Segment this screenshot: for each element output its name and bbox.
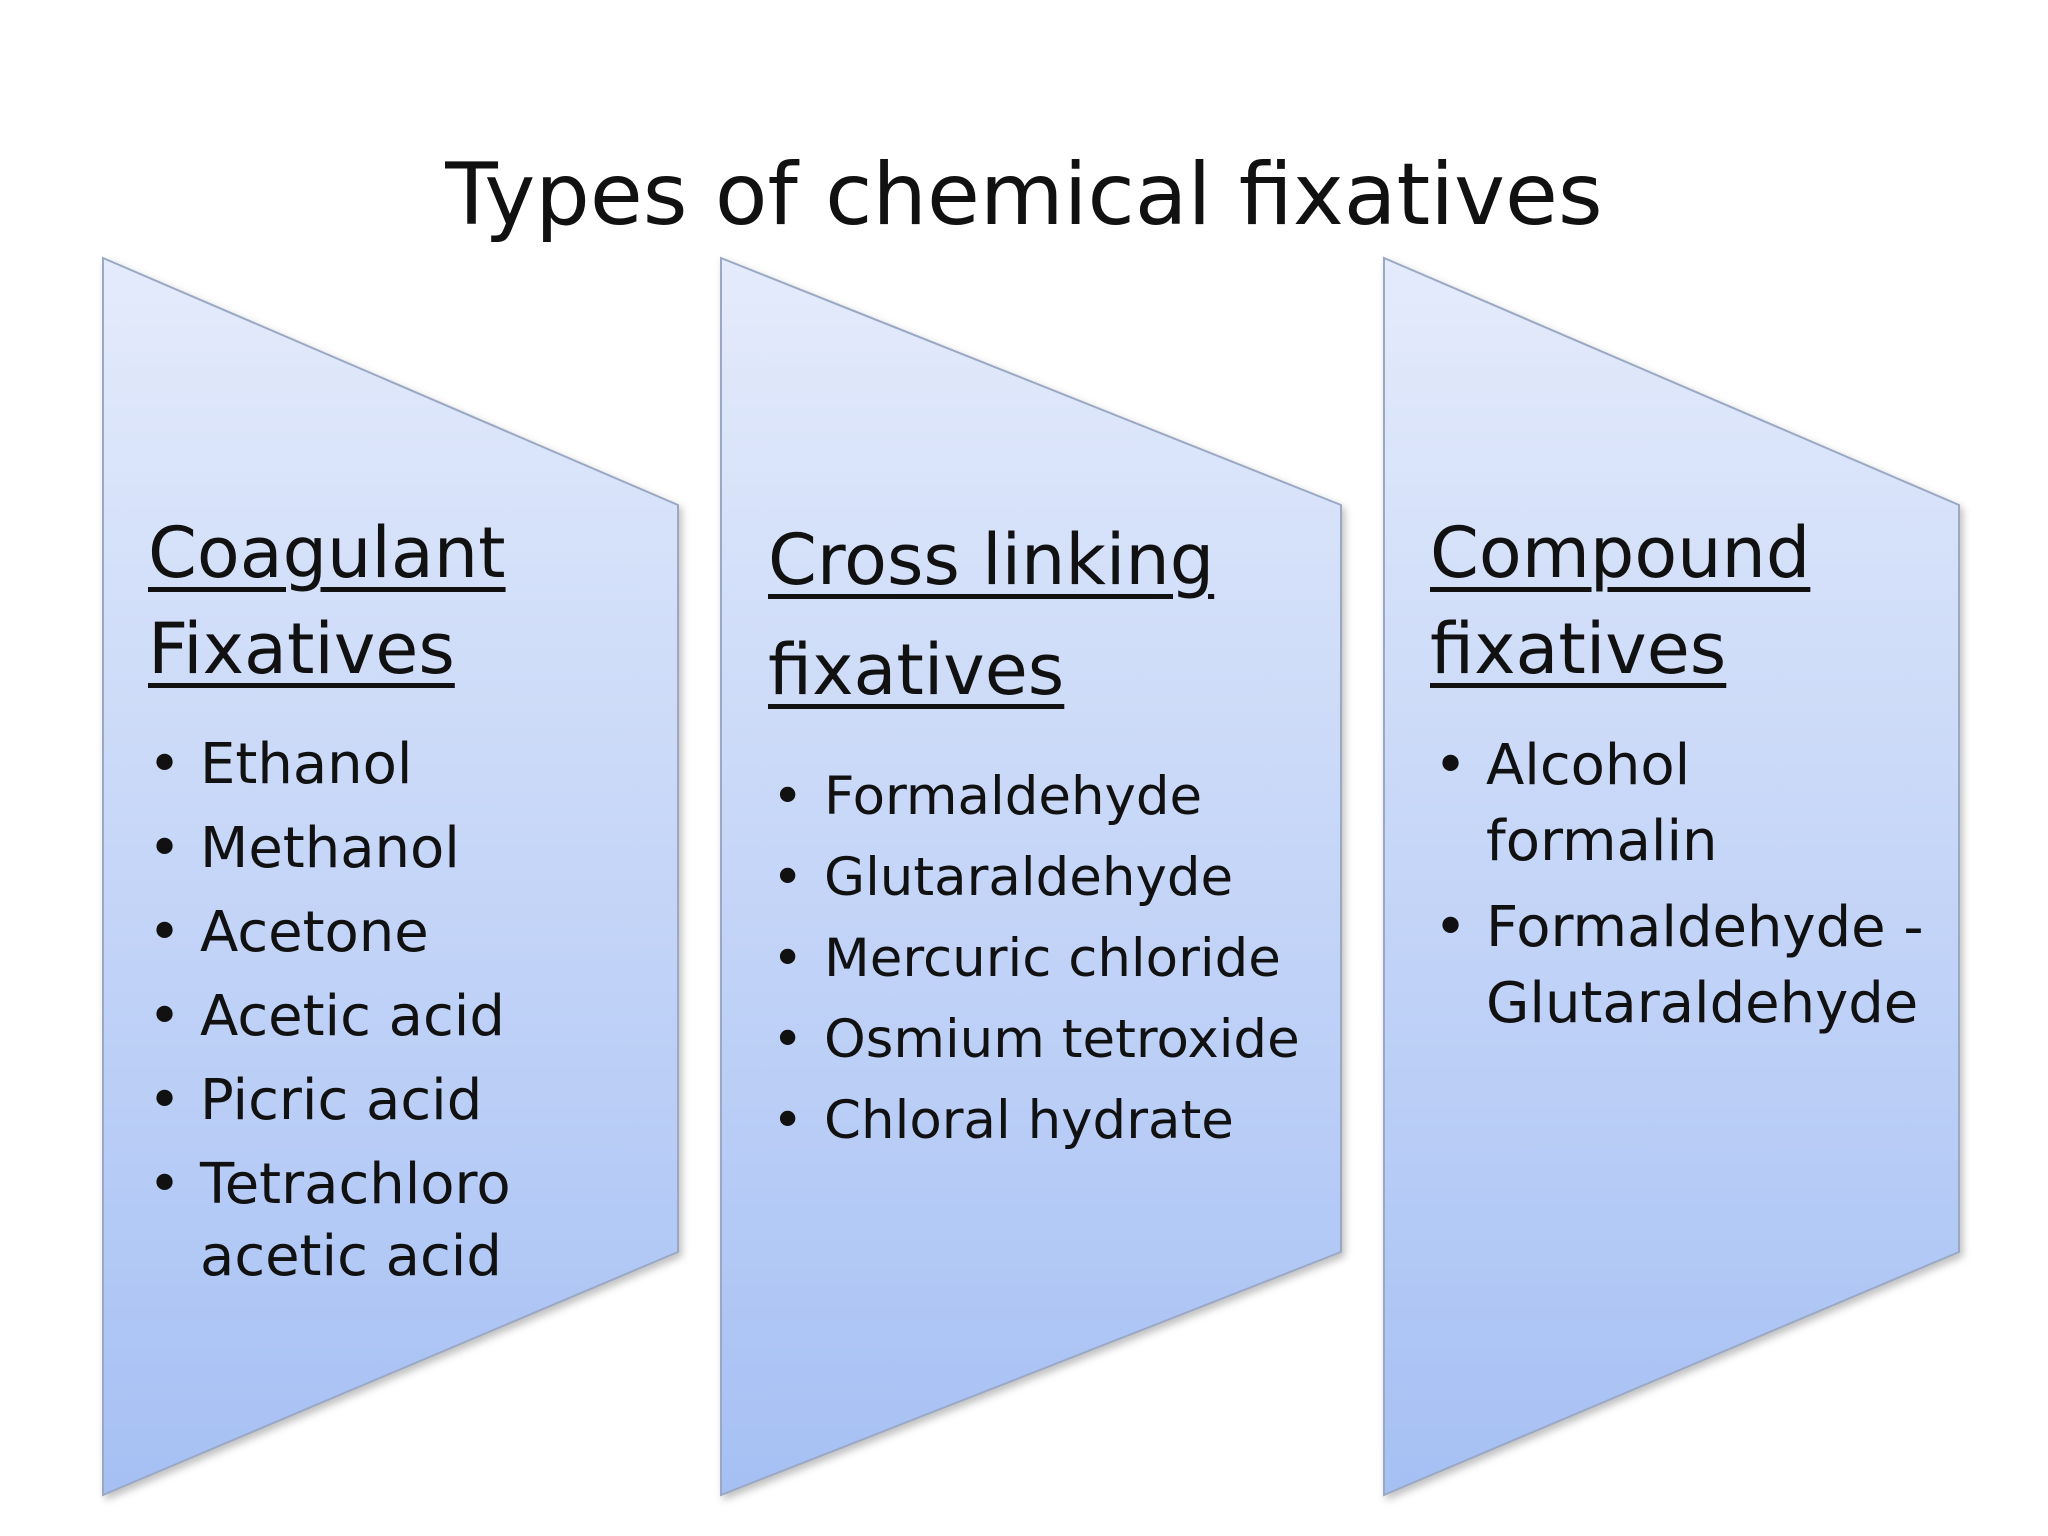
list-item: Tetrachloro acetic acid [148, 1149, 511, 1293]
panel-3-heading-line: fixatives [1430, 608, 1727, 690]
list-item: Formaldehyde - Glutaraldehyde [1434, 890, 1924, 1042]
panel-3-heading-line: Compound [1430, 512, 1811, 594]
panel-1-list: Ethanol Methanol Acetone Acetic acid Pic… [148, 723, 511, 1293]
list-item: Glutaraldehyde [772, 837, 1300, 918]
panel-1-heading-line: Coagulant [148, 512, 506, 594]
panel-2-list: Formaldehyde Glutaraldehyde Mercuric chl… [772, 756, 1300, 1161]
list-item: Formaldehyde [772, 756, 1300, 837]
panel-2-heading: Cross linking fixatives [768, 505, 1214, 725]
panel-3-list: Alcohol formalin Formaldehyde - Glutaral… [1434, 728, 1924, 1052]
panel-1-heading-line: Fixatives [148, 608, 455, 690]
list-item: Acetone [148, 891, 511, 975]
list-item: Picric acid [148, 1059, 511, 1143]
list-item: Methanol [148, 807, 511, 891]
list-item: Osmium tetroxide [772, 999, 1300, 1080]
panel-1-heading: Coagulant Fixatives [148, 505, 506, 697]
list-item: Alcohol formalin [1434, 728, 1924, 880]
panel-2-heading-line: Cross linking [768, 519, 1215, 601]
panel-3-heading: Compound fixatives [1430, 505, 1810, 697]
slide-title: Types of chemical fixatives [445, 145, 1603, 245]
list-item: Ethanol [148, 723, 511, 807]
list-item: Chloral hydrate [772, 1080, 1300, 1161]
list-item: Mercuric chloride [772, 918, 1300, 999]
panel-2-heading-line: fixatives [768, 629, 1065, 711]
list-item: Acetic acid [148, 975, 511, 1059]
